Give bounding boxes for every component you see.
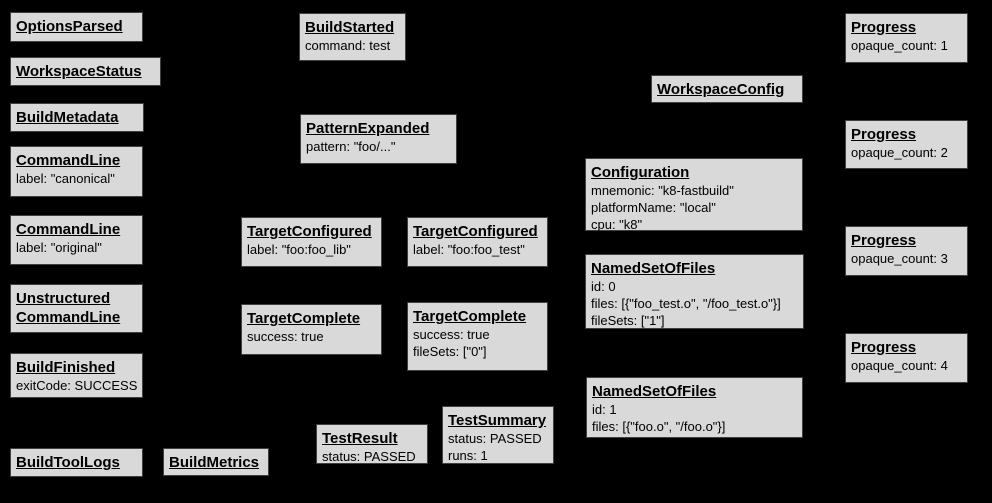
event-command-line-original: CommandLine label: "original" bbox=[10, 215, 143, 265]
event-test-summary: TestSummary status: PASSED runs: 1 bbox=[442, 406, 554, 464]
event-box-title: Configuration bbox=[591, 164, 690, 181]
event-box-field: mnemonic: "k8-fastbuild" bbox=[591, 183, 734, 198]
event-options-parsed: OptionsParsed bbox=[10, 12, 143, 42]
event-box-field: label: "canonical" bbox=[16, 171, 115, 186]
event-box-field: files: [{"foo_test.o", "/foo_test.o"}] bbox=[591, 296, 781, 311]
event-box-title: OptionsParsed bbox=[16, 18, 123, 35]
event-test-result: TestResult status: PASSED bbox=[316, 424, 428, 464]
event-target-complete-lib: TargetComplete success: true bbox=[241, 304, 382, 355]
event-box-field: fileSets: ["0"] bbox=[413, 344, 487, 359]
event-box-field: opaque_count: 3 bbox=[851, 251, 948, 266]
event-box-title: TestSummary bbox=[448, 412, 547, 429]
event-box-field: opaque_count: 1 bbox=[851, 38, 948, 53]
event-box-field: success: true bbox=[413, 327, 490, 342]
event-progress-2: Progress opaque_count: 2 bbox=[845, 120, 968, 169]
event-command-line-canonical: CommandLine label: "canonical" bbox=[10, 146, 143, 197]
event-box-title: Progress bbox=[851, 126, 917, 143]
event-box-field: exitCode: SUCCESS bbox=[16, 378, 138, 393]
event-workspace-status: WorkspaceStatus bbox=[10, 57, 161, 86]
event-box-title: NamedSetOfFiles bbox=[591, 260, 716, 277]
event-box-title: TestResult bbox=[322, 430, 398, 447]
event-box-field: platformName: "local" bbox=[591, 200, 716, 215]
event-target-configured-foo-test: TargetConfigured label: "foo:foo_test" bbox=[407, 217, 548, 267]
event-box-title: TargetComplete bbox=[413, 308, 527, 325]
event-box-title: WorkspaceConfig bbox=[657, 81, 785, 98]
event-box-field: fileSets: ["1"] bbox=[591, 313, 665, 328]
event-target-complete-test: TargetComplete success: true fileSets: ["… bbox=[407, 302, 548, 371]
event-box-field: cpu: "k8" bbox=[591, 217, 643, 232]
event-box-title: Unstructured CommandLine bbox=[16, 290, 121, 326]
event-named-set-of-files-1: NamedSetOfFiles id: 1 files: [{"foo.o", "… bbox=[586, 377, 803, 438]
event-progress-4: Progress opaque_count: 4 bbox=[845, 333, 968, 383]
event-box-field: label: "foo:foo_test" bbox=[413, 242, 525, 257]
event-box-field: opaque_count: 4 bbox=[851, 358, 948, 373]
event-box-title: Progress bbox=[851, 232, 917, 249]
event-box-title: BuildStarted bbox=[305, 19, 395, 36]
event-box-field: status: PASSED bbox=[322, 449, 416, 464]
event-box-title: TargetComplete bbox=[247, 310, 361, 327]
event-box-title: BuildFinished bbox=[16, 359, 116, 376]
event-box-title: BuildMetrics bbox=[169, 454, 260, 471]
event-box-title: WorkspaceStatus bbox=[16, 63, 142, 80]
event-box-title: BuildToolLogs bbox=[16, 454, 120, 471]
event-box-title: NamedSetOfFiles bbox=[592, 383, 717, 400]
event-progress-1: Progress opaque_count: 1 bbox=[845, 13, 968, 63]
event-build-started: BuildStarted command: test bbox=[299, 13, 406, 61]
event-build-metadata: BuildMetadata bbox=[10, 103, 144, 132]
event-box-title: Progress bbox=[851, 339, 917, 356]
event-box-field: status: PASSED bbox=[448, 431, 542, 446]
event-box-title: Progress bbox=[851, 19, 917, 36]
event-box-title: TargetConfigured bbox=[413, 223, 538, 240]
event-box-field: runs: 1 bbox=[448, 448, 488, 463]
event-build-finished: BuildFinished exitCode: SUCCESS bbox=[10, 353, 143, 398]
event-box-field: files: [{"foo.o", "/foo.o"}] bbox=[592, 419, 726, 434]
event-box-field: label: "foo:foo_lib" bbox=[247, 242, 351, 257]
event-box-field: opaque_count: 2 bbox=[851, 145, 948, 160]
event-box-title: TargetConfigured bbox=[247, 223, 372, 240]
event-unstructured-command-line: Unstructured CommandLine bbox=[10, 284, 143, 333]
event-box-field: label: "original" bbox=[16, 240, 102, 255]
event-named-set-of-files-0: NamedSetOfFiles id: 0 files: [{"foo_test.… bbox=[585, 254, 804, 329]
event-box-field: pattern: "foo/..." bbox=[306, 139, 396, 154]
event-progress-3: Progress opaque_count: 3 bbox=[845, 226, 968, 276]
event-build-tool-logs: BuildToolLogs bbox=[10, 448, 143, 477]
event-box-field: command: test bbox=[305, 38, 391, 53]
event-build-metrics: BuildMetrics bbox=[163, 448, 269, 476]
event-box-title: PatternExpanded bbox=[306, 120, 430, 137]
event-box-title: CommandLine bbox=[16, 221, 121, 238]
event-box-title: BuildMetadata bbox=[16, 109, 119, 126]
event-configuration: Configuration mnemonic: "k8-fastbuild" pl… bbox=[585, 158, 803, 232]
event-box-title: CommandLine bbox=[16, 152, 121, 169]
event-target-configured-foo-lib: TargetConfigured label: "foo:foo_lib" bbox=[241, 217, 382, 267]
event-pattern-expanded: PatternExpanded pattern: "foo/..." bbox=[300, 114, 457, 164]
event-box-field: id: 1 bbox=[592, 402, 617, 417]
event-box-field: success: true bbox=[247, 329, 324, 344]
event-box-field: id: 0 bbox=[591, 279, 616, 294]
event-workspace-config: WorkspaceConfig bbox=[651, 75, 803, 103]
